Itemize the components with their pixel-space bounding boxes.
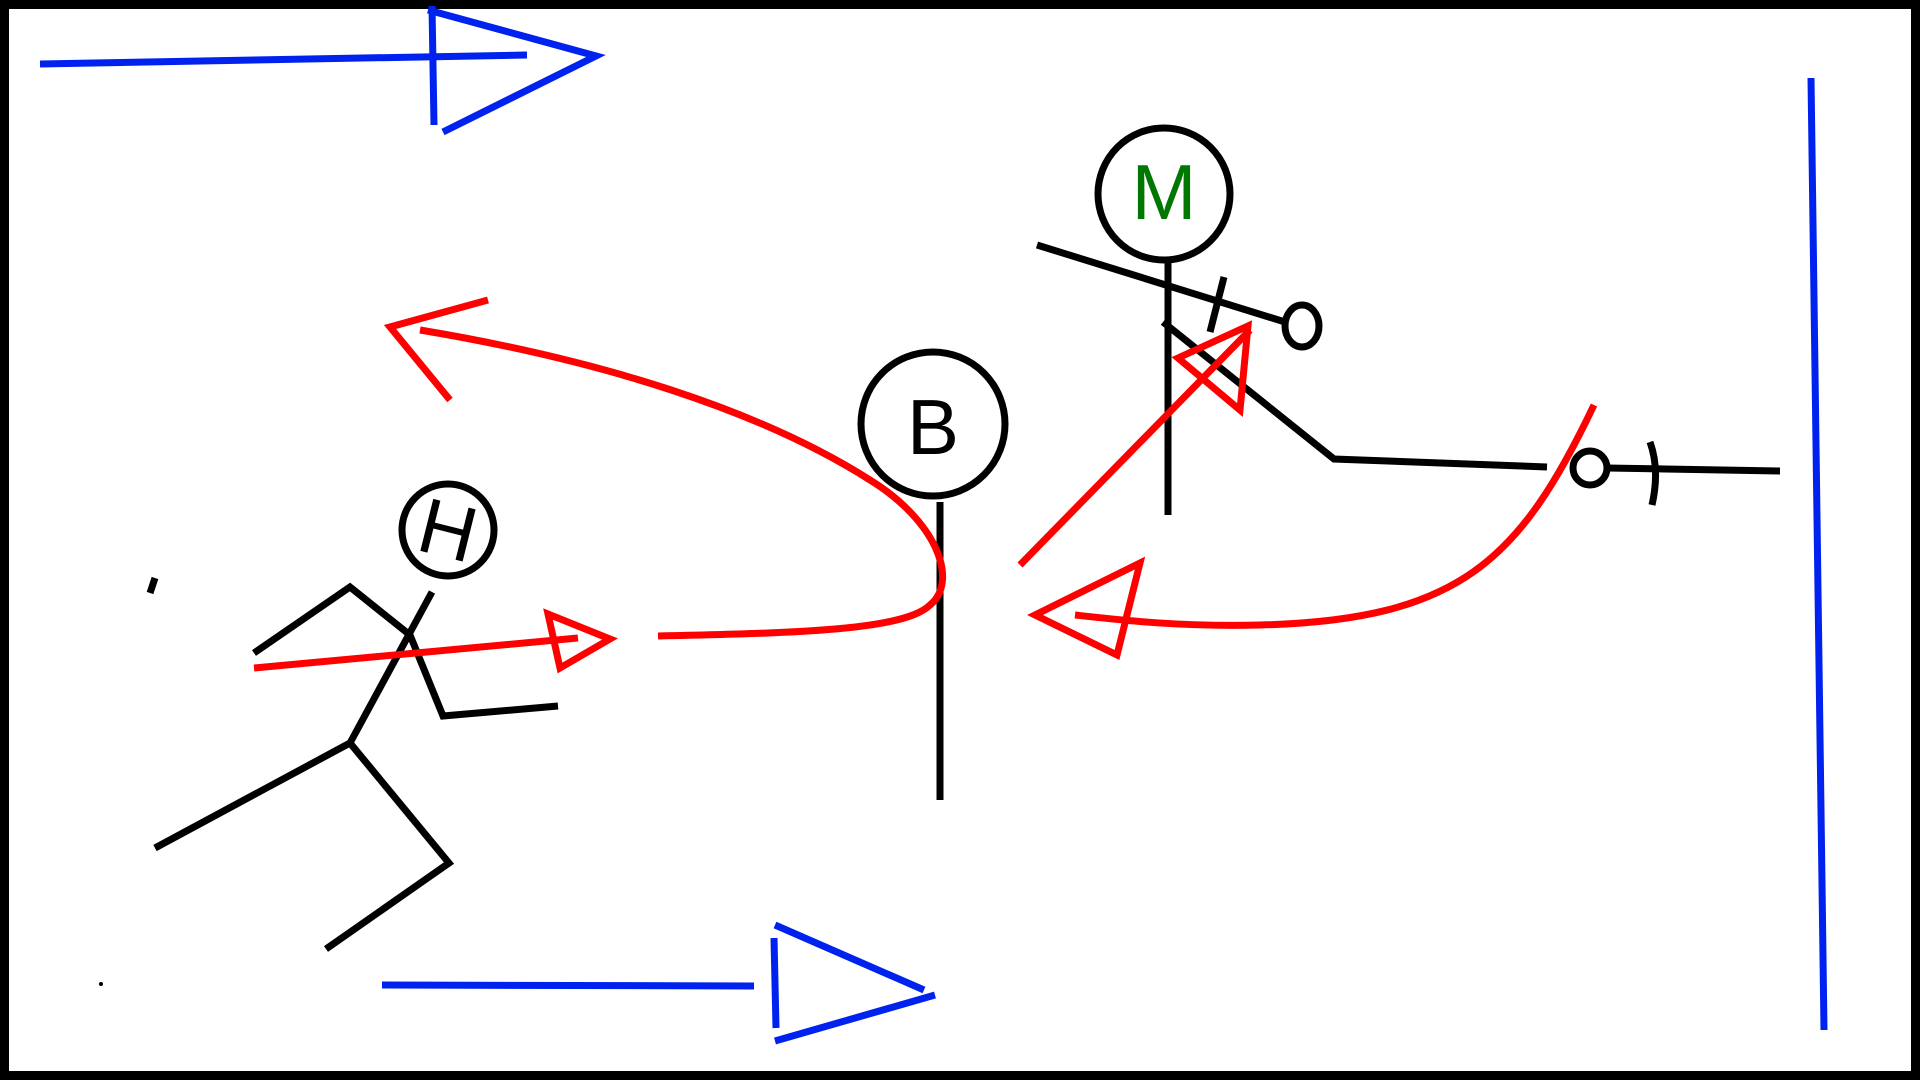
red-arrow-h-forward — [253, 608, 618, 674]
blue-boundary-line — [1807, 77, 1828, 1031]
head-b-label: B — [907, 383, 959, 471]
red-arrow-to-m — [1017, 320, 1253, 568]
head-b — [857, 348, 1009, 500]
stray-mark — [146, 576, 159, 595]
blue-arrow-top — [39, 5, 606, 136]
blue-arrow-bottom — [381, 921, 936, 1045]
stray-dot — [99, 982, 103, 986]
head-m — [1094, 124, 1234, 264]
red-arrow-curve-over-b — [383, 296, 947, 640]
red-arrow-from-right — [1027, 403, 1598, 661]
figure-b: B — [857, 348, 1009, 800]
figure-h: H — [153, 480, 559, 952]
head-m-label: M — [1132, 148, 1197, 236]
head-h — [398, 480, 498, 580]
figure-m: M — [1035, 124, 1781, 515]
